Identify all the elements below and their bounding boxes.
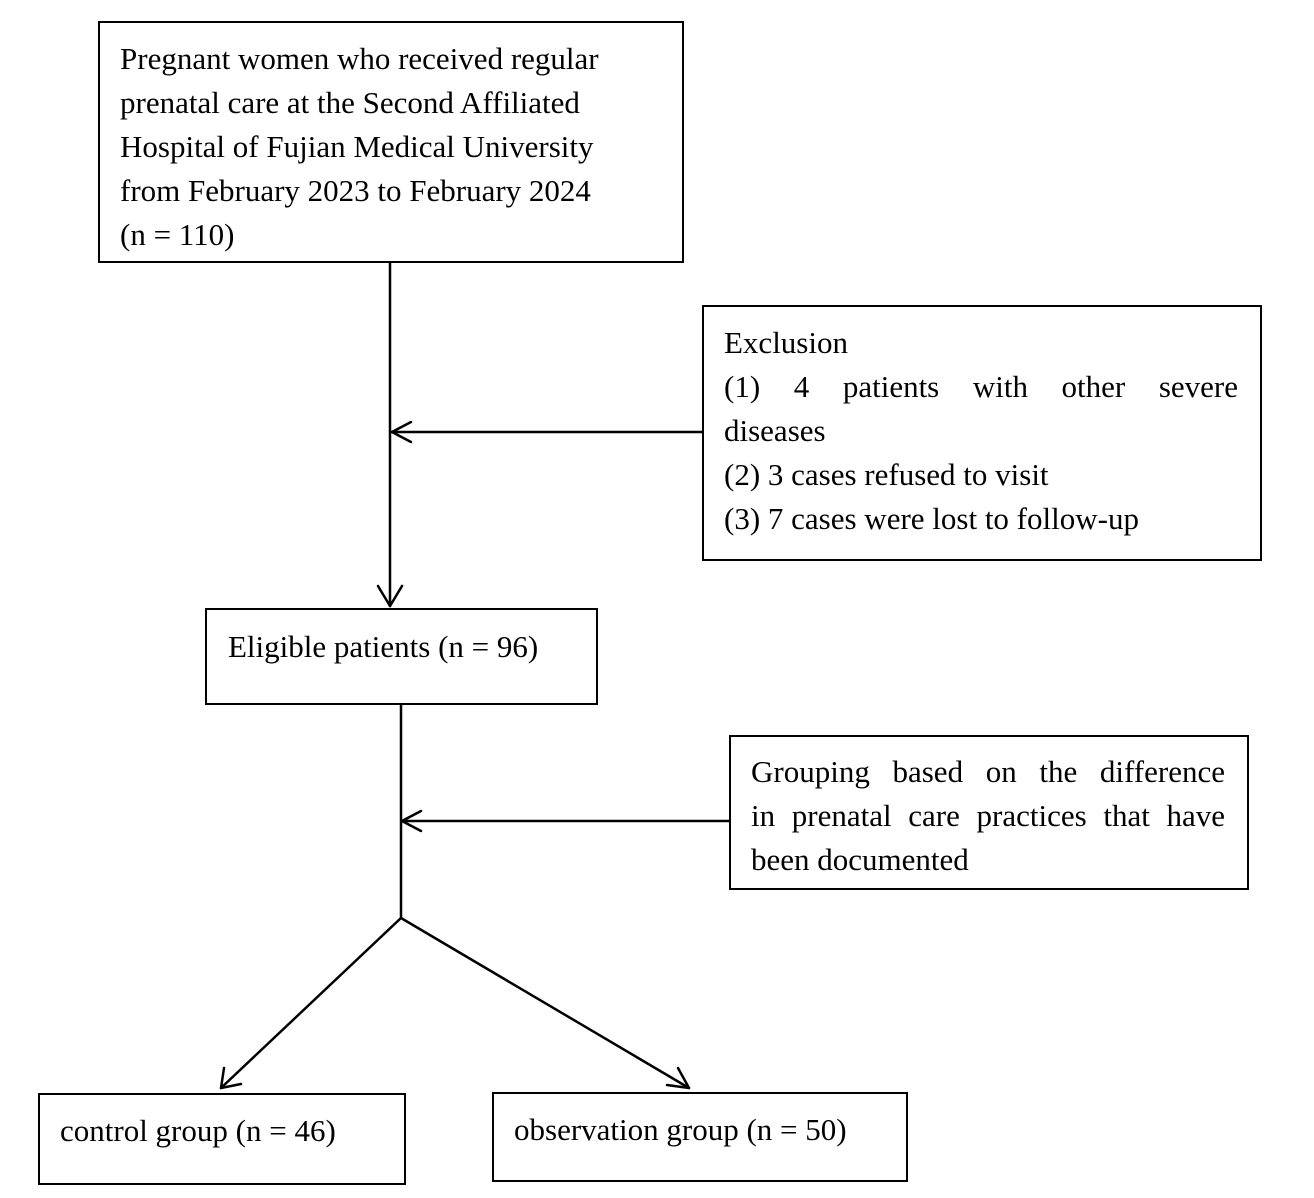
arrowhead-eligible (376, 584, 404, 608)
source-line-3: Hospital of Fujian Medical University (120, 129, 594, 164)
exclusion-title: Exclusion (724, 325, 848, 360)
grouping-line-1: Grouping based on the difference (751, 754, 1225, 789)
arrowhead-control (219, 1066, 243, 1090)
source-line-5: (n = 110) (120, 217, 235, 252)
connector-split-to-observation (399, 916, 691, 1090)
eligible-label: Eligible patients (n = 96) (228, 629, 539, 664)
arrowhead-observation (665, 1066, 691, 1090)
control-group-box: control group (n = 46) (38, 1093, 406, 1185)
source-population-box: Pregnant women who received regular pren… (98, 21, 684, 263)
connector-split-to-control (219, 916, 403, 1090)
grouping-line-2: in prenatal care practices that have (751, 798, 1225, 833)
source-line-1: Pregnant women who received regular (120, 41, 599, 76)
control-group-label: control group (n = 46) (60, 1113, 336, 1148)
exclusion-box: Exclusion (1) 4 patients with other seve… (702, 305, 1262, 561)
observation-group-label: observation group (n = 50) (514, 1112, 847, 1147)
observation-group-box: observation group (n = 50) (492, 1092, 908, 1182)
arrowhead-grouping (400, 809, 423, 833)
grouping-line-3: been documented (751, 842, 969, 877)
eligible-patients-box: Eligible patients (n = 96) (205, 608, 598, 705)
exclusion-item-3: (3) 7 cases were lost to follow-up (724, 501, 1139, 536)
grouping-box: Grouping based on the difference in pren… (729, 735, 1249, 890)
exclusion-item-1-cont: diseases (724, 413, 826, 448)
exclusion-item-2: (2) 3 cases refused to visit (724, 457, 1049, 492)
arrowhead-exclusion (390, 420, 413, 444)
source-line-2: prenatal care at the Second Affiliated (120, 85, 580, 120)
source-line-4: from February 2023 to February 2024 (120, 173, 591, 208)
exclusion-item-1: (1) 4 patients with other severe (724, 369, 1238, 404)
